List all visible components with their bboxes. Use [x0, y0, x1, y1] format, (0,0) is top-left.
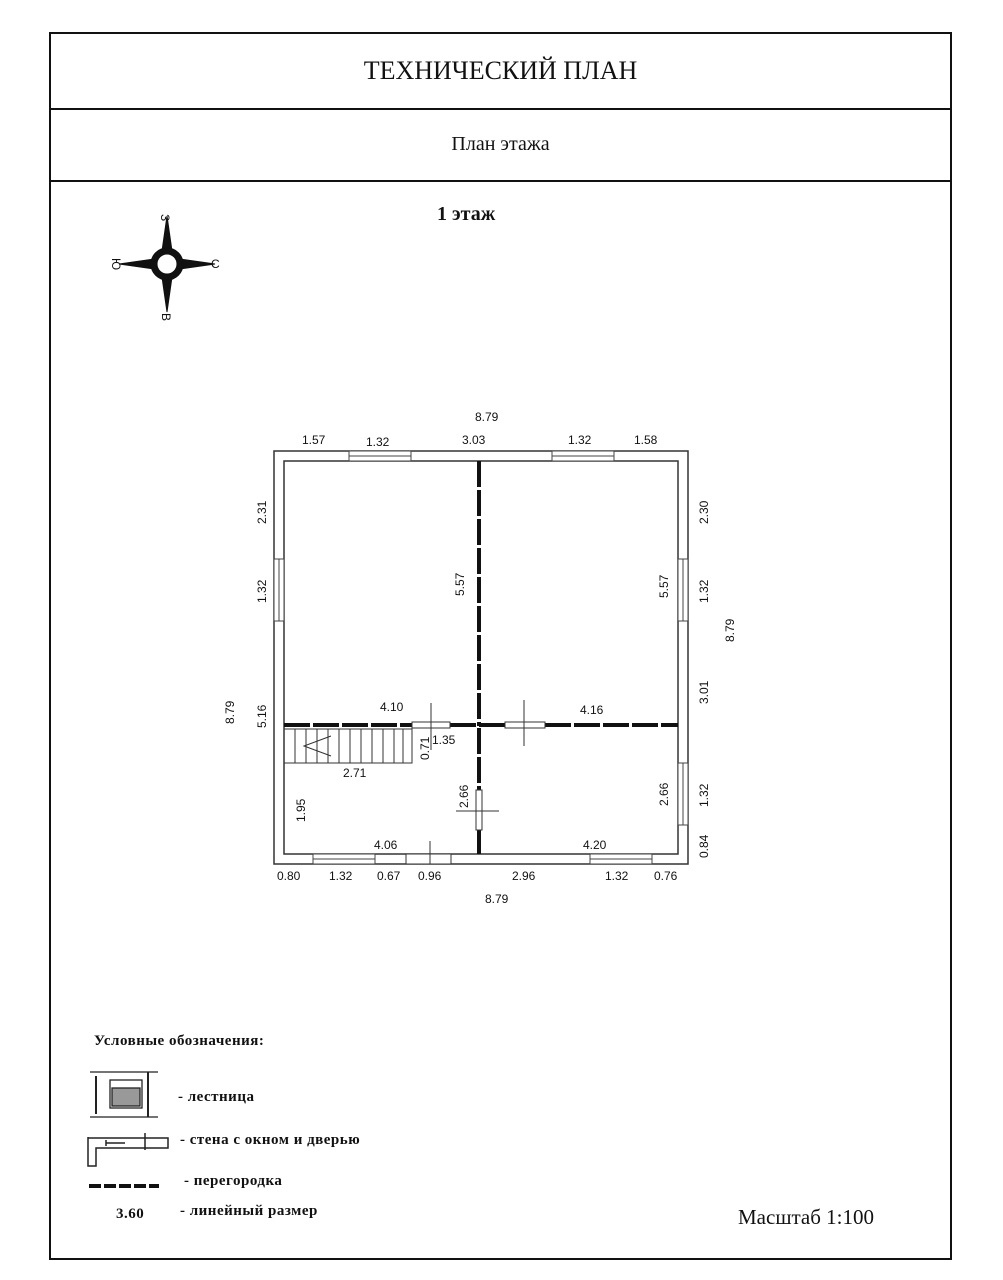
dim-right-5: 0.84 [697, 834, 711, 858]
dim-room3-height: 1.95 [294, 798, 308, 822]
windows [273, 450, 689, 865]
dim-room4-height: 2.66 [657, 782, 671, 806]
compass-west-label: З [158, 214, 172, 221]
legend-wall-symbol [87, 1133, 169, 1167]
dim-right-2: 1.32 [697, 579, 711, 603]
dim-top-5: 1.58 [634, 433, 658, 447]
dim-top-4: 1.32 [568, 433, 592, 447]
interior-doors [411, 700, 546, 831]
compass-north-label: С [211, 257, 220, 271]
dim-room3-partition: 2.66 [457, 784, 471, 808]
dim-left-total: 8.79 [223, 700, 237, 724]
dim-room2-height: 5.57 [657, 574, 671, 598]
dim-right-3: 3.01 [697, 680, 711, 704]
staircase [283, 728, 413, 764]
dim-room1-height: 5.57 [453, 572, 467, 596]
dim-left-1: 2.31 [255, 500, 269, 524]
scale-label: Масштаб 1:100 [738, 1205, 875, 1229]
floor-label: 1 этаж [437, 203, 496, 225]
dim-hall-width: 1.35 [432, 733, 456, 747]
compass-south-label: Ю [109, 258, 123, 270]
dim-bottom-4: 0.96 [418, 869, 442, 883]
dim-room3-width: 4.06 [374, 838, 398, 852]
legend-dimension-sample: 3.60 [116, 1206, 145, 1222]
dim-bottom-total: 8.79 [485, 892, 509, 906]
dim-room2-width: 4.16 [580, 703, 604, 717]
legend-title: Условные обозначения: [94, 1033, 265, 1049]
dim-top-3: 3.03 [462, 433, 486, 447]
dim-right-total: 8.79 [723, 618, 737, 642]
dim-bottom-6: 1.32 [605, 869, 629, 883]
legend-item-partition: - перегородка [184, 1173, 283, 1189]
dim-bottom-1: 0.80 [277, 869, 301, 883]
dim-top-1: 1.57 [302, 433, 326, 447]
document-title: ТЕХНИЧЕСКИЙ ПЛАН [51, 34, 950, 110]
dim-top-2: 1.32 [366, 435, 390, 449]
dim-stair-height: 0.71 [418, 736, 432, 760]
legend-item-dimension: - линейный размер [180, 1203, 318, 1219]
dim-bottom-5: 2.96 [512, 869, 536, 883]
compass-rose-icon [118, 215, 216, 313]
dim-stair-length: 2.71 [343, 766, 367, 780]
legend-item-wall: - стена с окном и дверью [180, 1132, 361, 1148]
dim-left-2: 1.32 [255, 579, 269, 603]
document-subtitle: План этажа [51, 108, 950, 182]
dim-room4-width: 4.20 [583, 838, 607, 852]
dim-bottom-3: 0.67 [377, 869, 401, 883]
dim-bottom-7: 0.76 [654, 869, 678, 883]
legend-stair-symbol [90, 1071, 158, 1118]
dim-left-3: 5.16 [255, 704, 269, 728]
dim-bottom-2: 1.32 [329, 869, 353, 883]
dim-top-total: 8.79 [475, 410, 499, 424]
dim-right-4: 1.32 [697, 783, 711, 807]
document-frame: ТЕХНИЧЕСКИЙ ПЛАН План этажа [49, 32, 952, 1260]
entrance-door [405, 841, 452, 865]
legend-item-stairs: - лестница [178, 1089, 255, 1105]
dim-right-1: 2.30 [697, 500, 711, 524]
compass-east-label: В [159, 313, 173, 321]
dim-room1-width: 4.10 [380, 700, 404, 714]
partitions [284, 461, 678, 854]
